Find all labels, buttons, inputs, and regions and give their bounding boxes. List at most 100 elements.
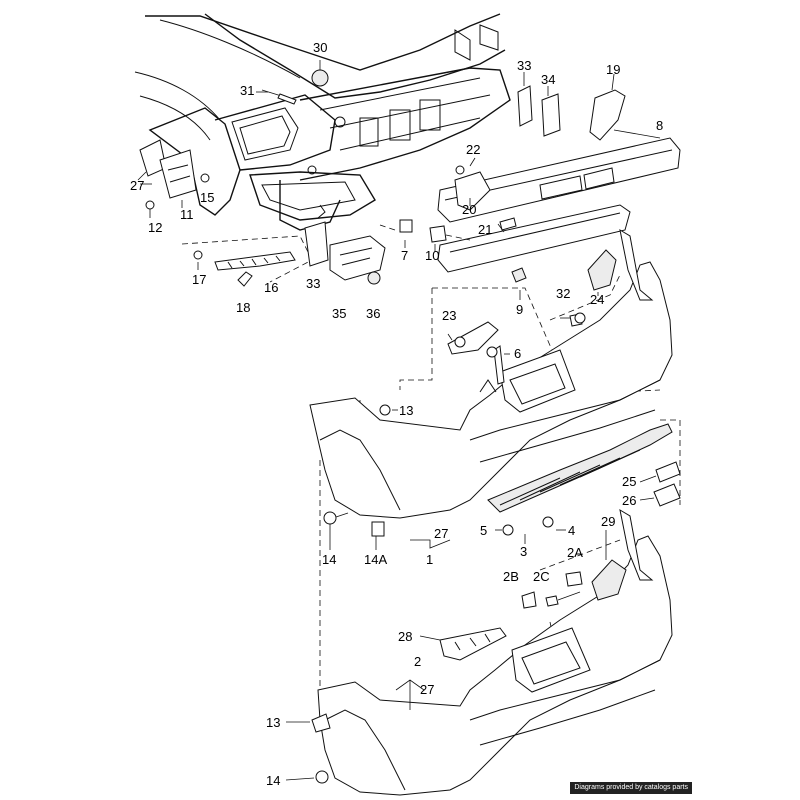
label-33b: 33 [306, 276, 320, 291]
label-2C: 2C [533, 569, 550, 584]
lower-spoiler-3 [487, 423, 673, 513]
clip-2C-icon [545, 595, 559, 607]
guide-16-group [181, 235, 313, 287]
lower-hardware [311, 571, 583, 784]
bracket-19-icon [589, 89, 626, 141]
nut-5-icon [502, 524, 514, 536]
bracket-33a-icon [517, 85, 533, 127]
carrier-8 [437, 137, 681, 223]
label-8: 8 [656, 118, 663, 133]
footer-credit: Diagrams provided by catalogs parts [570, 782, 692, 794]
screw-18-icon [237, 271, 253, 287]
label-7: 7 [401, 248, 408, 263]
bracket-35-icon [329, 235, 386, 281]
label-27a: 27 [130, 178, 144, 193]
label-29: 29 [601, 514, 615, 529]
leader-lines [140, 91, 661, 781]
screw-13b-icon [311, 713, 331, 733]
label-12: 12 [148, 220, 162, 235]
nut-36-icon [367, 271, 381, 285]
label-31: 31 [240, 83, 254, 98]
screw-31-icon [277, 93, 297, 105]
label-16: 16 [264, 280, 278, 295]
label-10: 10 [425, 248, 439, 263]
middle-fasteners [323, 312, 586, 537]
label-30: 30 [313, 40, 327, 55]
clip-17-icon [193, 250, 203, 260]
label-2A: 2A [567, 545, 583, 560]
reflectors [653, 461, 681, 507]
label-2: 2 [414, 654, 421, 669]
nut-2A-icon [565, 571, 583, 587]
label-23: 23 [442, 308, 456, 323]
label-13a: 13 [399, 403, 413, 418]
label-14a: 14 [322, 552, 336, 567]
screw-4-icon [542, 516, 554, 528]
guide-16-icon [214, 251, 296, 271]
label-3: 3 [520, 544, 527, 559]
center-brackets [304, 72, 626, 285]
bracket-20-icon [454, 171, 491, 211]
side-reinforcements [447, 249, 617, 355]
label-21: 21 [478, 222, 492, 237]
label-32: 32 [556, 286, 570, 301]
upper-left-hardware [137, 60, 329, 218]
label-27b: 27 [434, 526, 448, 541]
label-1: 1 [426, 552, 433, 567]
label-4: 4 [568, 523, 575, 538]
label-14b: 14 [266, 773, 280, 788]
plate-recess-2 [511, 627, 591, 693]
bumper-cover-2 [317, 508, 673, 796]
screw-12-icon [145, 200, 155, 210]
label-27c: 27 [420, 682, 434, 697]
reflector-26-icon [653, 483, 681, 507]
label-17: 17 [192, 272, 206, 287]
screw-6-icon [493, 345, 505, 385]
label-11: 11 [180, 207, 194, 222]
bracket-34-icon [541, 93, 561, 137]
label-35: 35 [332, 306, 346, 321]
bracket-33b-icon [304, 221, 329, 267]
rear-body-structure [134, 13, 511, 231]
label-14A: 14A [364, 552, 387, 567]
label-33a: 33 [517, 58, 531, 73]
bumper-cover-1 [309, 228, 673, 519]
label-2B: 2B [503, 569, 519, 584]
label-34: 34 [541, 72, 555, 87]
nut-22-icon [455, 165, 465, 175]
screw-15-icon [200, 173, 210, 183]
screw-14b-icon [315, 770, 329, 784]
label-19: 19 [606, 62, 620, 77]
label-36: 36 [366, 306, 380, 321]
bracket-11-icon [159, 149, 197, 199]
label-5: 5 [480, 523, 487, 538]
label-25: 25 [622, 474, 636, 489]
label-13b: 13 [266, 715, 280, 730]
nut-9-icon [511, 267, 527, 283]
clip-7-icon [399, 219, 413, 233]
label-20: 20 [462, 202, 476, 217]
clip-14A-icon [371, 521, 385, 537]
label-15: 15 [200, 190, 214, 205]
label-24: 24 [590, 292, 604, 307]
bolt-10-icon [429, 225, 447, 243]
label-22: 22 [466, 142, 480, 157]
label-6: 6 [514, 346, 521, 361]
label-18: 18 [236, 300, 250, 315]
label-26: 26 [622, 493, 636, 508]
screw-21-icon [499, 217, 517, 231]
bracket-2B-icon [521, 591, 537, 609]
bracket-27-icon [139, 139, 167, 177]
panel-29-icon [591, 559, 627, 601]
clip-30-icon [311, 69, 329, 87]
screw-13a-icon [379, 404, 391, 416]
screw-14a-icon [323, 511, 337, 525]
reflector-25-icon [655, 461, 681, 483]
panel-24-icon [587, 249, 617, 291]
label-28: 28 [398, 629, 412, 644]
part-number-labels: 30 31 33 34 19 8 27 11 15 12 22 20 21 7 … [130, 40, 663, 788]
bumper-carrier [379, 137, 681, 283]
guide-28-icon [439, 627, 507, 661]
label-9: 9 [516, 302, 523, 317]
